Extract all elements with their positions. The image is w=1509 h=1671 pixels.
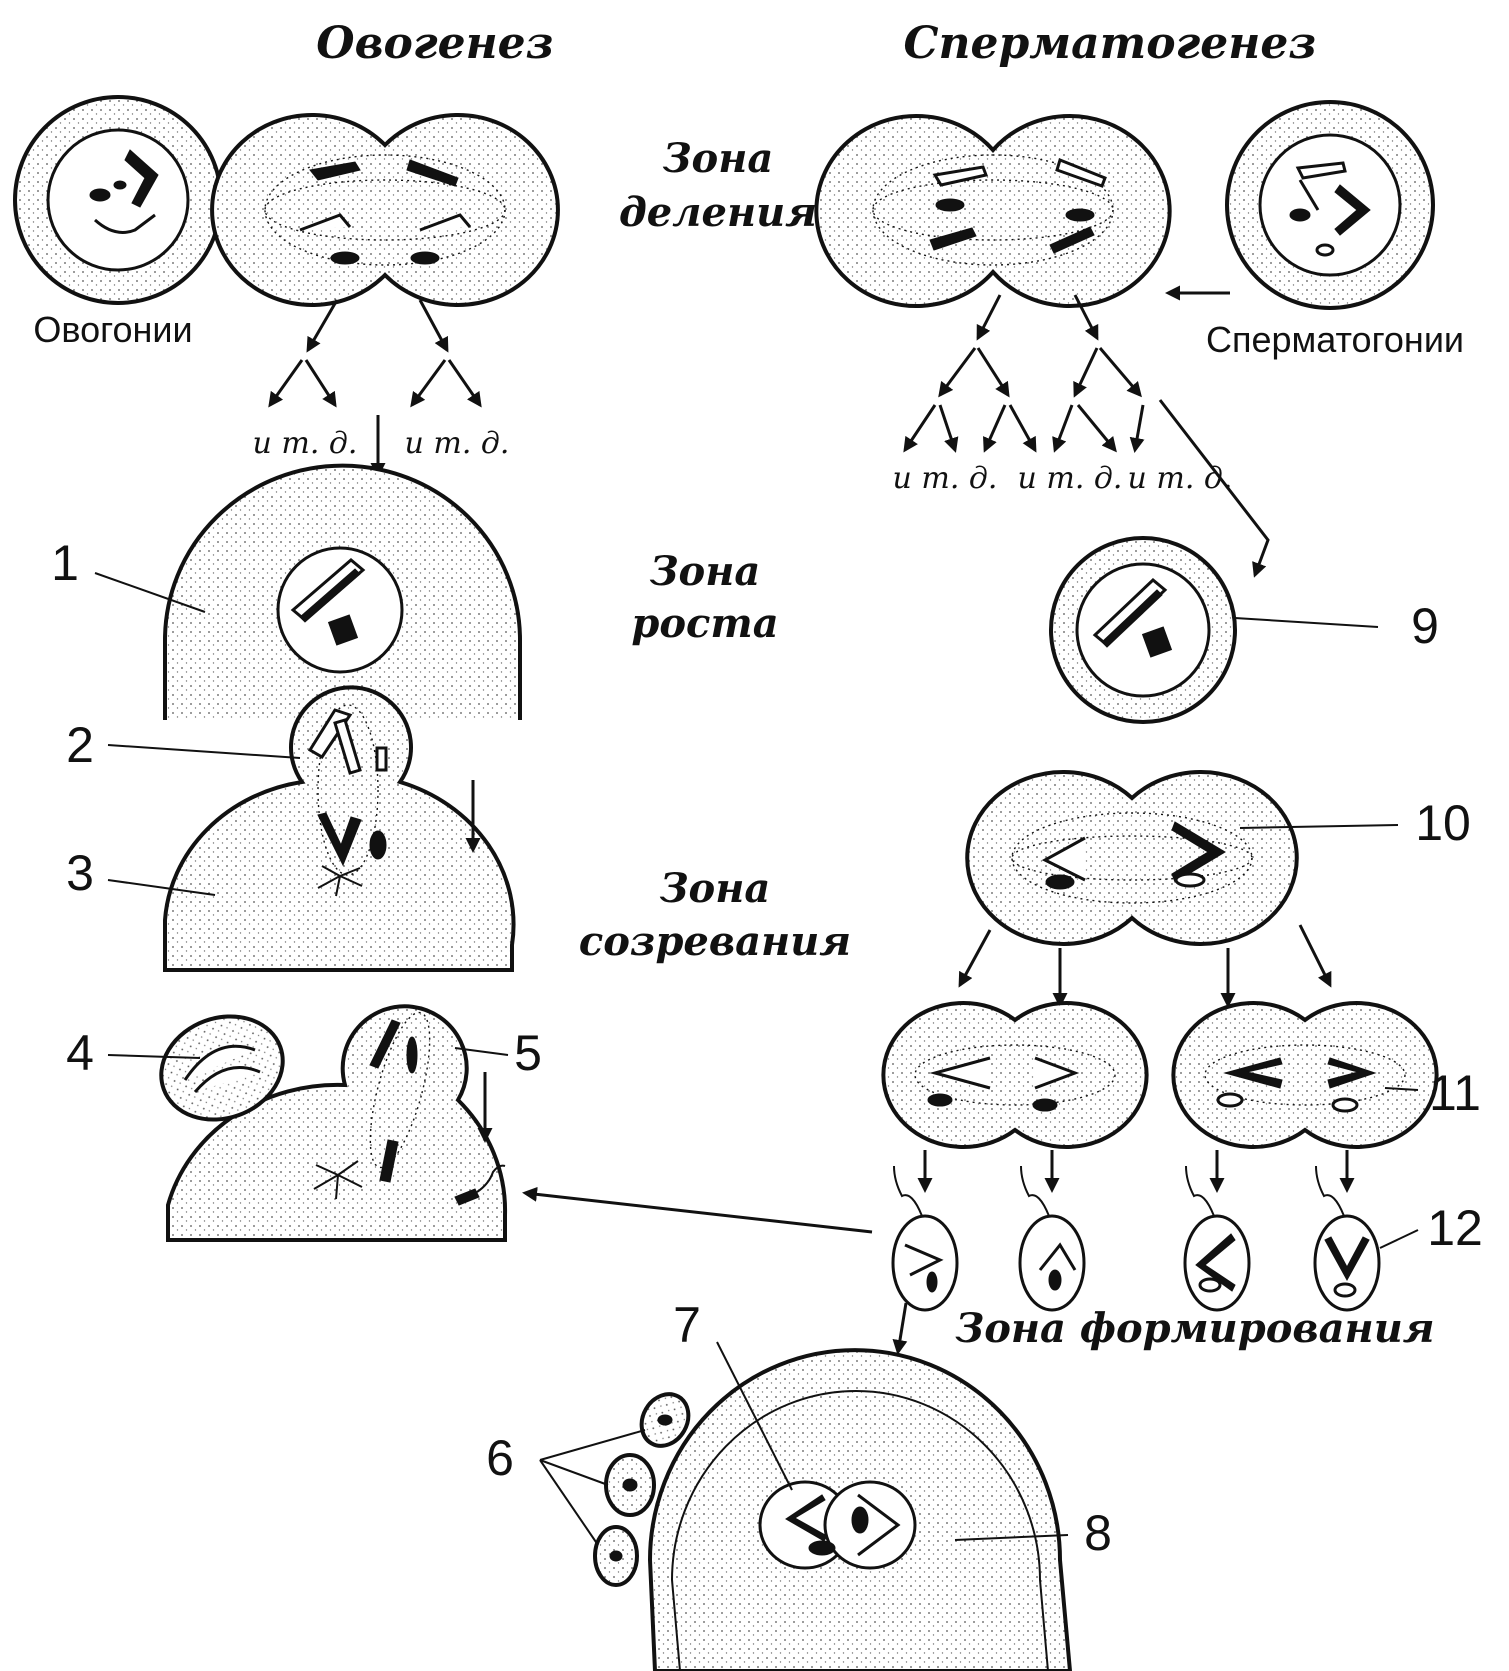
spermatogenesis-division-arrows — [903, 294, 1270, 578]
spermatid-arrows — [917, 1150, 1355, 1193]
spermatid-4 — [1313, 1165, 1381, 1312]
callout-5: 5 — [514, 1025, 542, 1081]
etc-spermatogenesis-2: и т. д. — [1018, 461, 1123, 496]
spermatid-1 — [891, 1165, 959, 1312]
zone-maturation-line1: Зона — [660, 865, 771, 912]
etc-oogenesis-left: и т. д. — [253, 426, 358, 461]
spermatid-2 — [1018, 1165, 1086, 1312]
primary-spermatocyte-meiosis — [965, 770, 1299, 946]
callout-1: 1 — [51, 535, 79, 591]
oogonium-cell — [13, 95, 223, 305]
callout-8: 8 — [1084, 1505, 1112, 1561]
primary-spermatocyte — [1049, 536, 1237, 724]
spermatogonium-cell — [1225, 100, 1435, 310]
zone-formation: Зона формирования — [955, 1305, 1434, 1352]
etc-spermatogenesis-1: и т. д. — [893, 461, 998, 496]
callout-12: 12 — [1427, 1200, 1483, 1256]
callout-10: 10 — [1415, 795, 1471, 851]
zone-division-line2: деления — [619, 189, 817, 236]
secondary-spermatocyte-left — [881, 1001, 1149, 1149]
etc-spermatogenesis-3: и т. д. — [1128, 461, 1233, 496]
etc-oogenesis-right: и т. д. — [405, 426, 510, 461]
label-oogonia: Овогонии — [33, 309, 192, 350]
zone-division-line1: Зона — [663, 135, 774, 182]
header-oogenesis: Овогенез — [316, 18, 553, 69]
oogonium-dividing-cell — [210, 113, 560, 307]
header-spermatogenesis: Сперматогенез — [904, 18, 1317, 69]
leader-lines — [94, 572, 1419, 1546]
meiosis-arrows — [958, 924, 1332, 1008]
callout-6: 6 — [486, 1430, 514, 1486]
secondary-spermatocyte-right — [1171, 1001, 1439, 1149]
fertilized-egg — [647, 1348, 1073, 1671]
spermatid-3 — [1183, 1165, 1251, 1312]
oocyte-first-meiosis — [163, 685, 516, 972]
callout-11: 11 — [1429, 1065, 1481, 1121]
zone-growth-line1: Зона — [650, 548, 761, 595]
callout-2: 2 — [66, 717, 94, 773]
primary-oocyte — [163, 463, 522, 720]
zone-maturation-line2: созревания — [579, 918, 851, 965]
callout-9: 9 — [1411, 598, 1439, 654]
callout-4: 4 — [66, 1025, 94, 1081]
callout-7: 7 — [673, 1297, 701, 1353]
zone-growth-line2: роста — [631, 600, 778, 647]
spermatogonium-dividing-cell — [814, 114, 1172, 308]
oogenesis-division-arrows — [268, 299, 482, 478]
oocyte-second-meiosis — [159, 1004, 508, 1242]
label-spermatogonia: Сперматогонии — [1206, 319, 1464, 360]
follicle-cells — [593, 1392, 691, 1587]
callout-3: 3 — [66, 845, 94, 901]
